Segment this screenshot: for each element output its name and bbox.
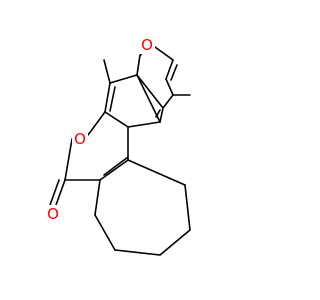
bond-layer bbox=[49, 44, 191, 256]
bond-line bbox=[136, 74, 161, 123]
furan-oxygen-label: O bbox=[141, 36, 153, 54]
bond-line bbox=[94, 179, 101, 216]
lactone-oxygen-mask bbox=[72, 130, 88, 148]
bond-line bbox=[184, 184, 191, 231]
bond-line bbox=[159, 107, 164, 123]
molecule-structure: O O O bbox=[45, 36, 191, 256]
bond-line bbox=[99, 159, 129, 181]
bond-line bbox=[114, 249, 161, 256]
bond-line bbox=[109, 86, 116, 112]
lactone-oxygen-label: O bbox=[74, 130, 86, 148]
bond-line bbox=[103, 59, 111, 84]
bond-line bbox=[64, 138, 73, 181]
bond-line bbox=[136, 54, 141, 76]
bond-line bbox=[94, 214, 116, 251]
bond-line bbox=[154, 46, 174, 61]
atom-label-layer: O O O bbox=[45, 36, 155, 223]
bond-line bbox=[136, 74, 164, 109]
bond-line bbox=[165, 78, 174, 96]
bond-line bbox=[104, 111, 129, 128]
bond-line bbox=[87, 111, 106, 136]
bond-line bbox=[162, 94, 174, 109]
bond-line bbox=[165, 59, 174, 80]
bond-line bbox=[127, 121, 161, 128]
bond-line bbox=[103, 156, 129, 176]
bond-line bbox=[170, 64, 178, 81]
bond-line bbox=[55, 179, 66, 206]
bond-line bbox=[127, 159, 186, 186]
bond-line bbox=[109, 74, 138, 84]
carbonyl-oxygen-mask bbox=[45, 205, 61, 223]
furan-oxygen-mask bbox=[139, 36, 155, 54]
bond-line bbox=[104, 82, 111, 113]
carbonyl-oxygen-label: O bbox=[47, 205, 59, 223]
bond-line bbox=[49, 179, 60, 206]
bond-line bbox=[159, 229, 191, 256]
